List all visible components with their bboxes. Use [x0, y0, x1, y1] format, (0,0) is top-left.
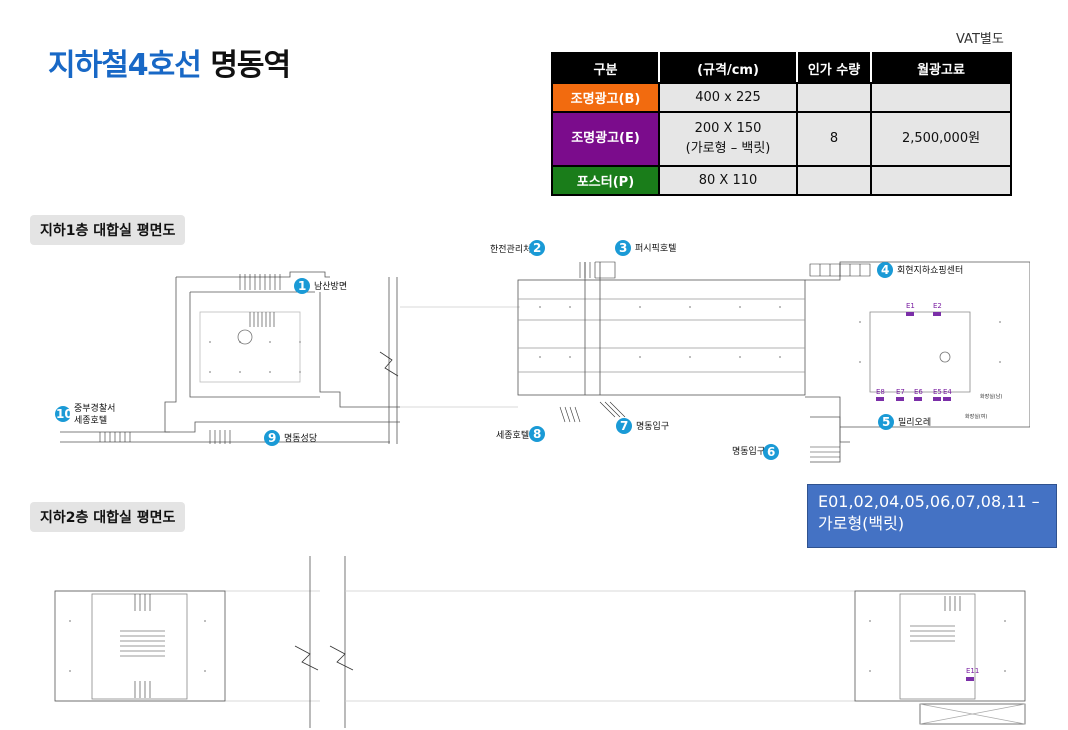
ad-spot-e2: E2	[933, 302, 942, 316]
svg-text:E1: E1	[906, 302, 915, 310]
size-cell: 80 X 110	[658, 165, 798, 196]
title-line: 지하철4호선	[48, 48, 202, 83]
table-header-row: 구분 (규격/cm) 인가 수량 월광고료	[551, 52, 1012, 84]
size-line: (가로형 – 백릿)	[685, 141, 771, 156]
room-label-women: 화장실(여)	[965, 413, 987, 420]
marker-5: 5 밀리오레	[878, 414, 931, 430]
ad-type-note: E01,02,04,05,06,07,08,11 – 가로형(백릿)	[807, 484, 1057, 548]
ad-spot-e4: E4	[943, 388, 952, 401]
qty-cell	[796, 165, 872, 196]
category-cell: 조명광고(E)	[551, 111, 660, 167]
svg-text:E2: E2	[933, 302, 942, 310]
svg-text:세종호텔: 세종호텔	[496, 429, 529, 441]
svg-text:8: 8	[533, 427, 541, 441]
svg-text:E8: E8	[876, 388, 885, 396]
ad-spot-e8: E8	[876, 388, 885, 401]
marker-9: 9 명동성당	[264, 430, 317, 446]
room-label-men: 화장실(남)	[980, 393, 1002, 400]
marker-4: 4 회현지하쇼핑센터	[877, 262, 963, 278]
header-category: 구분	[551, 52, 660, 84]
svg-text:E11: E11	[966, 667, 979, 675]
size-cell: 400 x 225	[658, 82, 798, 113]
b1-floor-plan: E1 E2 E8 E7 E6 E5 E4 화장실(남) 화장실(여) 1 남산방…	[55, 240, 1030, 463]
note-line: 가로형(백릿)	[818, 514, 905, 533]
svg-text:E4: E4	[943, 388, 952, 396]
svg-text:밀리오레: 밀리오레	[898, 416, 931, 428]
section-label-b1: 지하1층 대합실 평면도	[30, 215, 186, 245]
size-line: 200 X 150	[694, 121, 762, 136]
marker-6: 명동입구 6	[732, 444, 779, 460]
svg-text:퍼시픽호텔: 퍼시픽호텔	[635, 242, 676, 254]
header-fee: 월광고료	[870, 52, 1012, 84]
b2-floor-plan: E11	[54, 556, 1026, 728]
marker-7: 7 명동입구	[616, 418, 669, 434]
ad-spot-e11: E11	[966, 667, 979, 681]
svg-text:명동성당: 명동성당	[284, 433, 317, 444]
table-row: 조명광고(E) 200 X 150 (가로형 – 백릿) 8 2,500,000…	[551, 111, 1012, 167]
section-label-b2: 지하2층 대합실 평면도	[30, 502, 186, 532]
svg-text:중부경찰서: 중부경찰서	[74, 402, 115, 414]
marker-1: 1 남산방면	[294, 278, 347, 294]
vat-note: VAT별도	[956, 32, 1004, 47]
svg-text:1: 1	[298, 279, 306, 293]
svg-text:6: 6	[767, 445, 775, 459]
ad-spot-e7: E7	[896, 388, 905, 401]
marker-2: 한전관리처 2	[490, 240, 545, 256]
svg-text:E6: E6	[914, 388, 923, 396]
svg-text:세종호텔: 세종호텔	[74, 414, 107, 426]
marker-10: 10 중부경찰서 세종호텔	[55, 402, 115, 426]
category-cell: 조명광고(B)	[551, 82, 660, 113]
header-qty: 인가 수량	[796, 52, 872, 84]
stair-top-left	[239, 274, 281, 290]
svg-text:3: 3	[619, 241, 627, 255]
title-station: 명동역	[210, 48, 291, 83]
ad-spot-e1: E1	[906, 302, 915, 316]
svg-text:명동입구: 명동입구	[636, 420, 669, 432]
svg-text:7: 7	[620, 419, 628, 433]
svg-text:9: 9	[268, 431, 276, 445]
ad-spot-e5: E5	[933, 388, 942, 401]
ad-spot-e6: E6	[914, 388, 923, 401]
svg-text:회현지하쇼핑센터: 회현지하쇼핑센터	[897, 265, 963, 276]
svg-text:한전관리처: 한전관리처	[490, 243, 531, 255]
price-table: 구분 (규격/cm) 인가 수량 월광고료 조명광고(B) 400 x 225 …	[551, 52, 1012, 196]
table-row: 포스터(P) 80 X 110	[551, 165, 1012, 196]
category-cell: 포스터(P)	[551, 165, 660, 196]
svg-text:남산방면: 남산방면	[314, 281, 347, 292]
qty-cell: 8	[796, 111, 872, 167]
note-line: E01,02,04,05,06,07,08,11 –	[818, 492, 1040, 511]
header-size: (규격/cm)	[658, 52, 798, 84]
fee-cell	[870, 82, 1012, 113]
svg-text:2: 2	[533, 241, 541, 255]
svg-text:4: 4	[881, 263, 889, 277]
fee-cell	[870, 165, 1012, 196]
size-cell: 200 X 150 (가로형 – 백릿)	[658, 111, 798, 167]
svg-text:E5: E5	[933, 388, 942, 396]
marker-8: 세종호텔 8	[496, 426, 545, 442]
table-row: 조명광고(B) 400 x 225	[551, 82, 1012, 113]
svg-text:10: 10	[56, 407, 73, 421]
svg-text:E7: E7	[896, 388, 905, 396]
page-title: 지하철4호선 명동역	[48, 40, 291, 84]
fee-cell: 2,500,000원	[870, 111, 1012, 167]
qty-cell	[796, 82, 872, 113]
marker-3: 3 퍼시픽호텔	[615, 240, 676, 256]
svg-text:5: 5	[882, 415, 890, 429]
svg-text:명동입구: 명동입구	[732, 445, 765, 457]
